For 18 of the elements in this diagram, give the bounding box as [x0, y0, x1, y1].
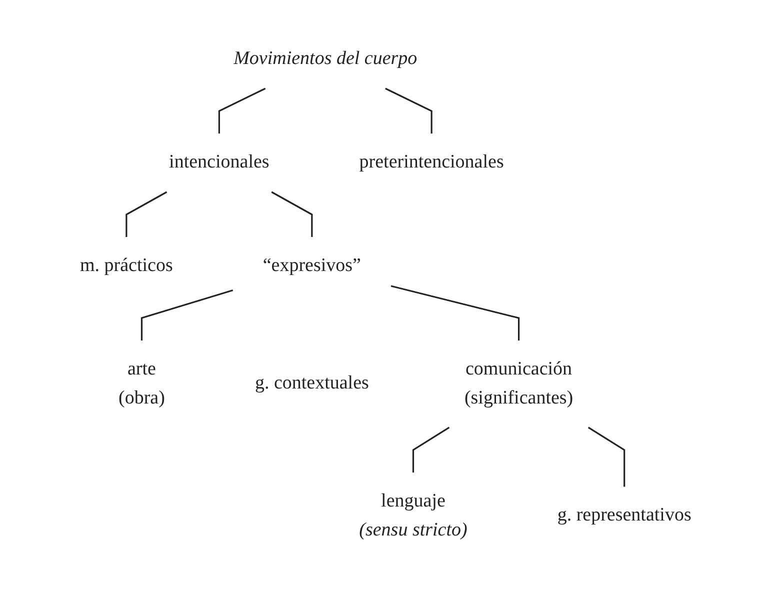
node-text: “expresivos” [263, 254, 362, 276]
node-text: lenguaje (sensu stricto) [359, 490, 468, 540]
connector [412, 426, 450, 472]
connector [126, 191, 168, 237]
connector [391, 285, 520, 340]
node-text: g. contextuales [255, 372, 370, 394]
connector [141, 289, 234, 340]
node-text: preterintencionales [360, 151, 504, 172]
connector [218, 88, 266, 134]
connector [272, 191, 314, 237]
node-text: intencionales [169, 151, 270, 172]
node-text: comunicación (significantes) [464, 358, 574, 408]
connector [588, 426, 626, 486]
connector [385, 88, 433, 134]
node-text: g. representativos [558, 504, 692, 526]
node-text: m. prácticos [80, 254, 174, 276]
node-text: arte (obra) [118, 358, 166, 408]
node-text: Movimientos del cuerpo [234, 48, 418, 69]
